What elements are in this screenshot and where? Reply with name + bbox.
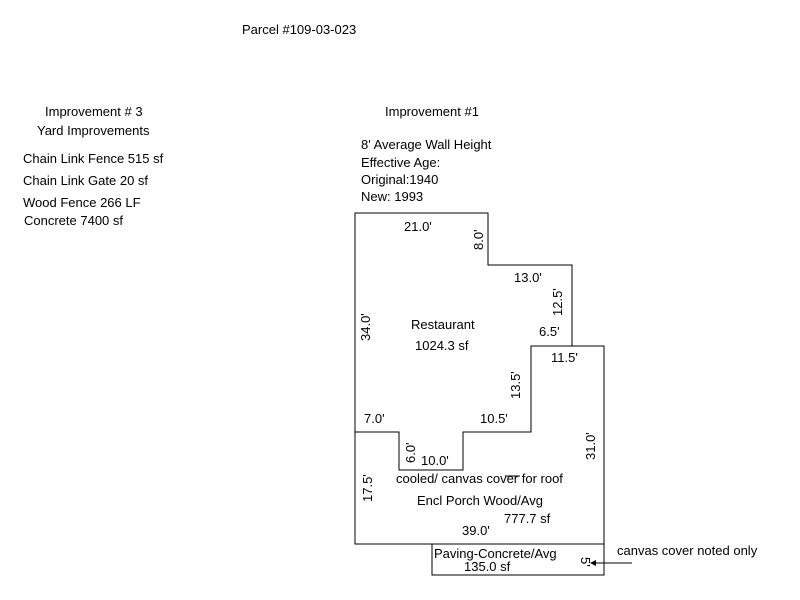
dim-notch-drop: 8.0' <box>471 229 486 250</box>
dim-paving-side: 5' <box>578 557 593 567</box>
dim-top: 21.0' <box>404 219 432 234</box>
porch-area: 777.7 sf <box>504 511 551 526</box>
improvement-3-title: Improvement # 3 <box>45 104 143 119</box>
dim-mid-step: 10.5' <box>480 411 508 426</box>
restaurant-area: 1024.3 sf <box>415 338 469 353</box>
dim-step-drop: 12.5' <box>550 288 565 316</box>
original-year-label: Original:1940 <box>361 172 439 187</box>
dim-porch-left: 17.5' <box>360 474 375 502</box>
dim-notch-depth: 6.0' <box>403 442 418 463</box>
yard-item-wood-fence: Wood Fence 266 LF <box>23 195 141 210</box>
yard-item-chain-link-fence: Chain Link Fence 515 sf <box>23 151 164 166</box>
dim-notch-width: 10.0' <box>421 453 449 468</box>
dim-step-in: 6.5' <box>539 324 560 339</box>
yard-item-chain-link-gate: Chain Link Gate 20 sf <box>23 173 149 188</box>
dim-left-step: 7.0' <box>364 411 385 426</box>
effective-age-label: Effective Age: <box>361 155 441 170</box>
paving-name: Paving-Concrete/Avg <box>434 546 557 561</box>
callout-arrow-head <box>590 560 596 566</box>
restaurant-name: Restaurant <box>411 317 475 332</box>
improvement-1-title: Improvement #1 <box>385 104 479 119</box>
paving-outline <box>431 543 605 576</box>
parcel-number: Parcel #109-03-023 <box>242 22 357 37</box>
paving-area: 135.0 sf <box>464 559 511 574</box>
improvement-3-subtitle: Yard Improvements <box>37 123 150 138</box>
callout-text: canvas cover noted only <box>617 543 758 558</box>
yard-item-concrete: Concrete 7400 sf <box>24 213 124 228</box>
porch-name: Encl Porch Wood/Avg <box>417 493 543 508</box>
dim-inner-drop: 13.5' <box>508 371 523 399</box>
dim-right-wall: 31.0' <box>583 432 598 460</box>
porch-note: cooled/ canvas cover for roof <box>396 471 563 486</box>
wall-height-label: 8' Average Wall Height <box>361 137 492 152</box>
dim-right-top: 11.5' <box>551 350 578 365</box>
dim-step-top: 13.0' <box>514 270 542 285</box>
dim-left-wall: 34.0' <box>358 313 373 341</box>
dim-porch-bottom: 39.0' <box>462 523 490 538</box>
new-year-label: New: 1993 <box>361 189 424 204</box>
porch-outline <box>354 345 605 545</box>
